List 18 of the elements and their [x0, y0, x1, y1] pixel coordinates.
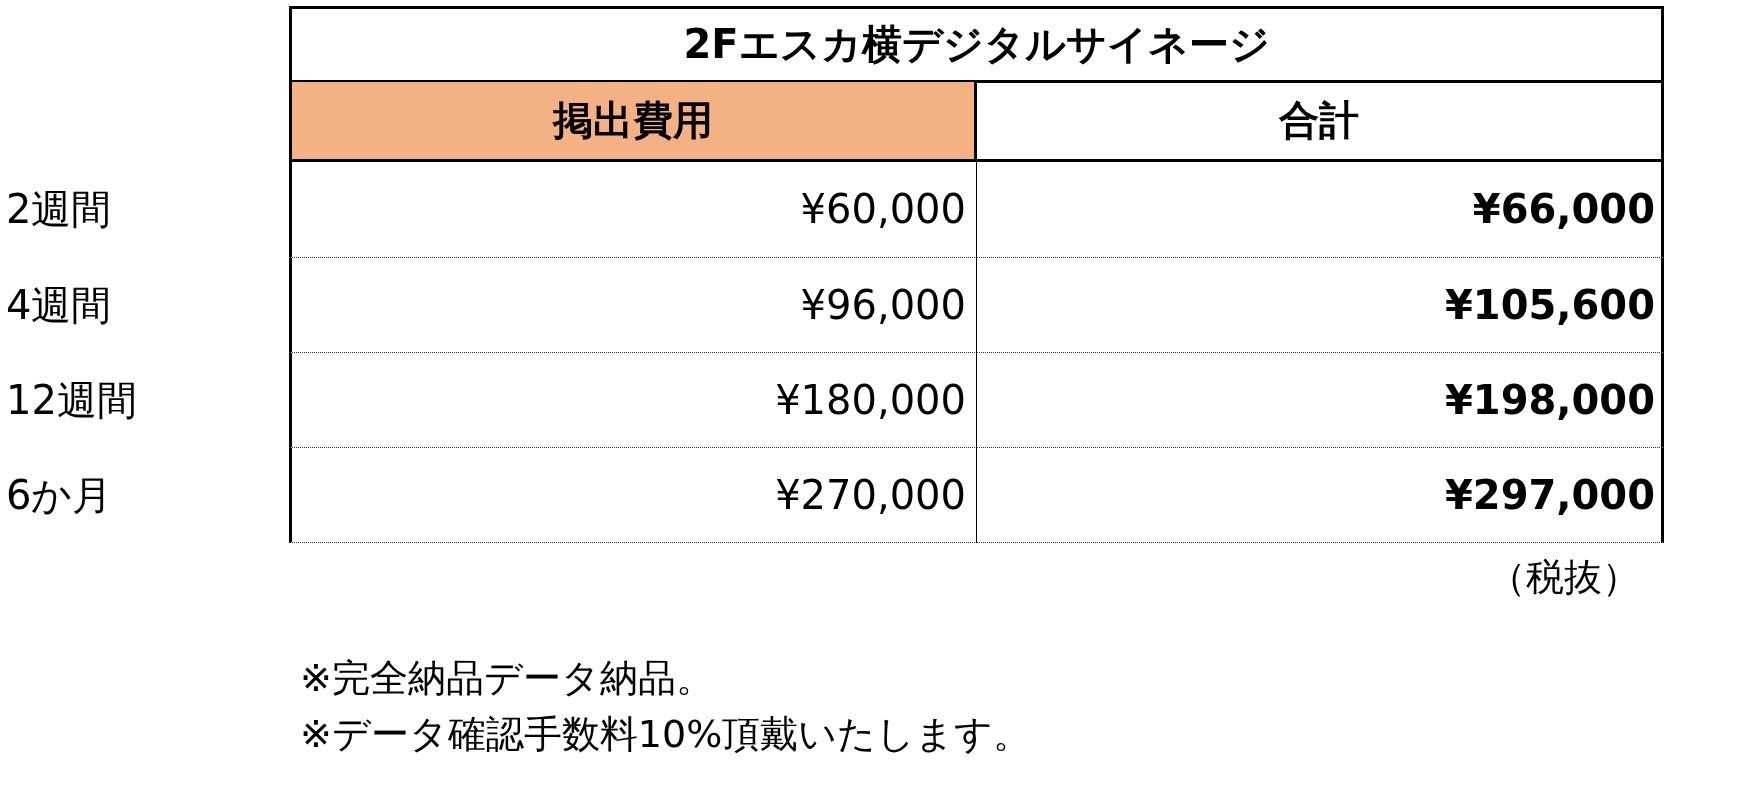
note-text: （税抜）: [1487, 553, 1640, 601]
title-cell: 2Fエスカ横デジタルサイネージ: [289, 6, 1664, 83]
total-cell: ¥105,600: [977, 258, 1664, 353]
price-cell: ¥60,000: [289, 161, 977, 258]
price-cell: ¥96,000: [289, 258, 977, 353]
row-label: 12週間: [6, 376, 138, 425]
note-text: ※完全納品データ納品。: [300, 654, 715, 702]
note-text: ※データ確認手数料10%頂戴いたします。: [300, 710, 1033, 758]
row-label: 6か月: [6, 471, 114, 520]
total-cell: ¥198,000: [977, 353, 1664, 448]
row-label: 2週間: [6, 185, 113, 234]
total-cell: ¥297,000: [977, 448, 1664, 543]
total-cell: ¥66,000: [977, 161, 1664, 258]
row-label: 4週間: [6, 281, 113, 330]
price-cell: ¥180,000: [289, 353, 977, 448]
header-cell: 合計: [977, 82, 1664, 162]
price-cell: ¥270,000: [289, 448, 977, 543]
header-cell: 掲出費用: [289, 82, 977, 162]
